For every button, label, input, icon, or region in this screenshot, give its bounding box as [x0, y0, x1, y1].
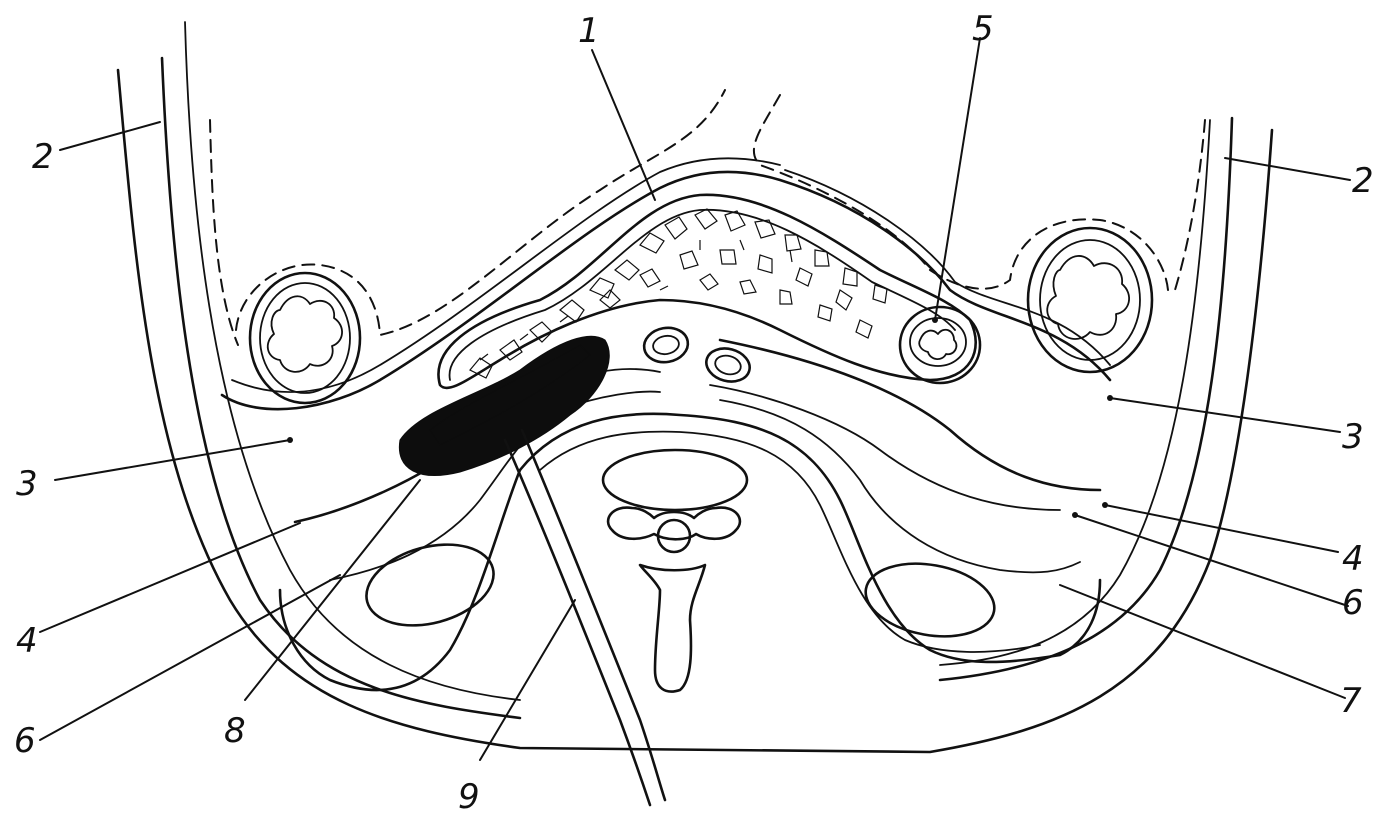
- left-bowel-loop: [250, 273, 360, 403]
- midline-vessels: [641, 324, 753, 386]
- serous-membrane-dashed: [210, 90, 1205, 345]
- label-4-left: 4: [16, 621, 38, 661]
- label-5: 5: [972, 9, 994, 49]
- label-4-right: 4: [1342, 539, 1364, 579]
- structure-5: [900, 307, 980, 383]
- label-3-right: 3: [1342, 417, 1364, 457]
- label-1: 1: [578, 11, 600, 51]
- right-lower-oval: [860, 554, 1000, 646]
- label-2-right: 2: [1352, 161, 1374, 201]
- number-labels: 1 2 2 3 3 4 4 5 6 6 7 8 9: [14, 9, 1374, 817]
- label-7: 7: [1340, 681, 1362, 721]
- label-9: 9: [458, 777, 480, 817]
- label-8: 8: [224, 711, 246, 751]
- label-6-right: 6: [1342, 583, 1364, 623]
- right-bowel-loop: [1028, 228, 1152, 372]
- label-6-left: 6: [14, 721, 36, 761]
- label-2-left: 2: [32, 137, 54, 177]
- visceral-layers: [222, 158, 1110, 409]
- label-3-left: 3: [16, 464, 38, 504]
